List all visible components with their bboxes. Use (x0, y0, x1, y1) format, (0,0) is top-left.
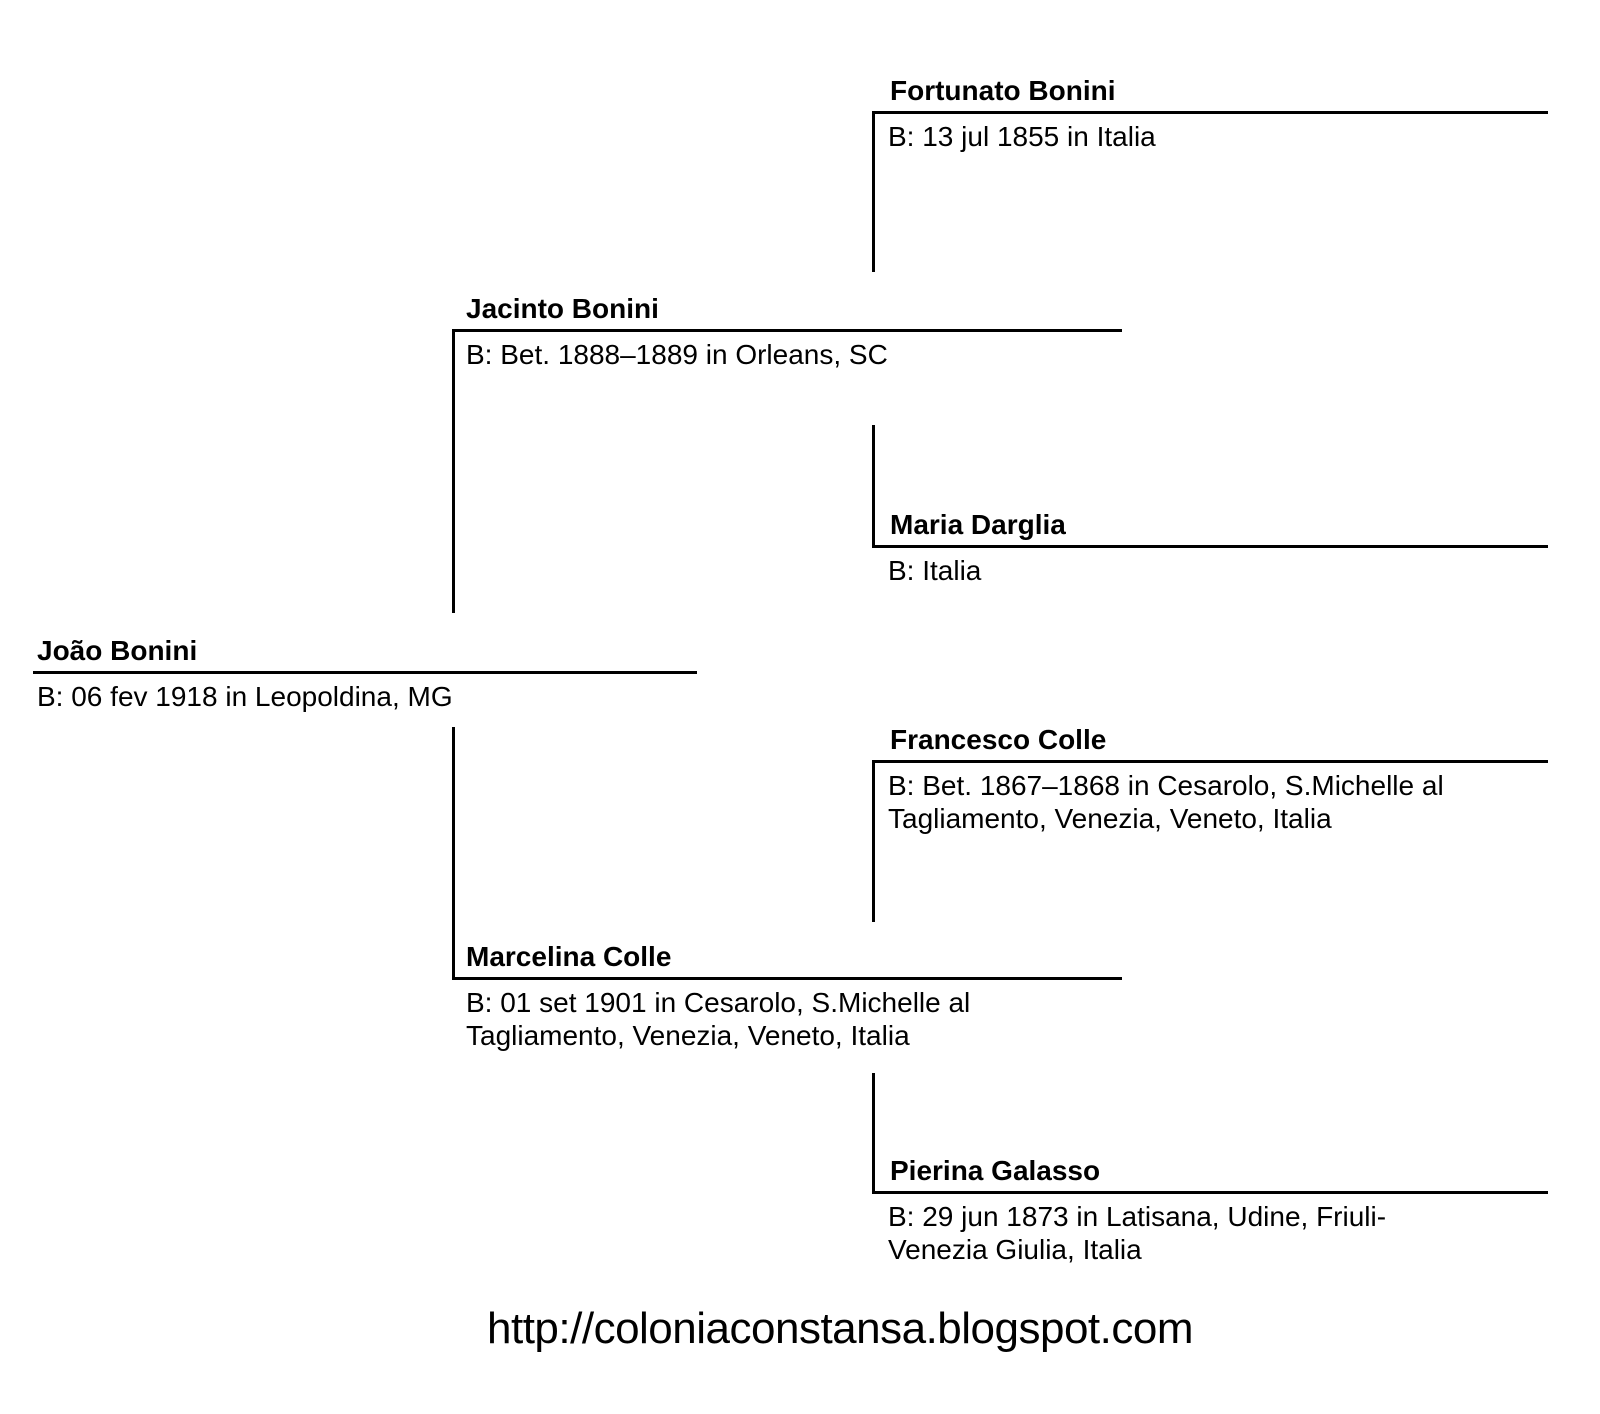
name-underline-maria (872, 545, 1548, 548)
connector-francesco-down (872, 760, 875, 922)
person-name-jacinto-bonini: Jacinto Bonini (466, 293, 659, 324)
person-name-joao-bonini: João Bonini (37, 635, 198, 666)
person-name-francesco-colle: Francesco Colle (890, 724, 1107, 755)
name-underline-francesco (872, 760, 1548, 763)
birth-detail-joao: B: 06 fev 1918 in Leopoldina, MG (37, 681, 453, 712)
name-underline-fortunato (872, 111, 1548, 114)
connector-pierina-up (872, 1073, 875, 1194)
connector-fortunato-down (872, 111, 875, 272)
connector-jacinto-down (452, 329, 455, 613)
birth-detail-fortunato: B: 13 jul 1855 in Italia (888, 121, 1156, 152)
footer-url: http://coloniaconstansa.blogspot.com (487, 1304, 1194, 1353)
connector-marcelina-up (452, 727, 455, 980)
name-underline-jacinto (452, 329, 1122, 332)
birth-detail-francesco: B: Bet. 1867–1868 in Cesarolo, S.Michell… (888, 770, 1444, 834)
birth-detail-pierina: B: 29 jun 1873 in Latisana, Udine, Friul… (888, 1201, 1387, 1265)
person-name-maria-darglia: Maria Darglia (890, 509, 1066, 540)
connector-maria-up (872, 425, 875, 548)
person-name-marcelina-colle: Marcelina Colle (466, 941, 672, 972)
birth-detail-maria: B: Italia (888, 555, 982, 586)
name-underline-pierina (872, 1191, 1548, 1194)
person-name-fortunato-bonini: Fortunato Bonini (890, 75, 1116, 106)
birth-detail-jacinto: B: Bet. 1888–1889 in Orleans, SC (466, 339, 888, 370)
name-underline-joao (33, 671, 697, 674)
birth-detail-marcelina: B: 01 set 1901 in Cesarolo, S.Michelle a… (466, 987, 971, 1051)
person-name-pierina-galasso: Pierina Galasso (890, 1155, 1101, 1186)
name-underline-marcelina (452, 977, 1122, 980)
